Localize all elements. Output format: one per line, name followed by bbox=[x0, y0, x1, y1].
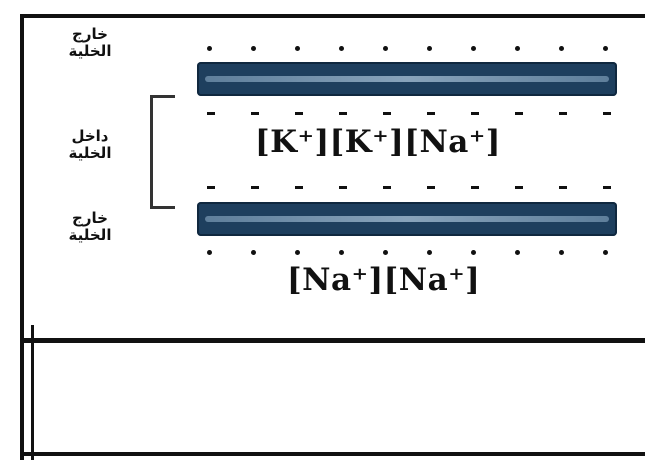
frame-bottom-border bbox=[22, 452, 645, 456]
charge-mark bbox=[295, 112, 303, 115]
charge-mark bbox=[339, 186, 347, 189]
label-outside-top: خارج الخلية bbox=[40, 26, 140, 60]
charge-mark bbox=[603, 186, 611, 189]
charge-mark bbox=[383, 250, 388, 255]
charge-mark bbox=[251, 186, 259, 189]
charge-mark bbox=[603, 250, 608, 255]
label-outside-top-line1: خارج bbox=[72, 25, 108, 43]
label-outside-bottom: خارج الخلية bbox=[40, 210, 140, 244]
ions-outside: [Na⁺][Na⁺] bbox=[287, 262, 481, 298]
charge-mark bbox=[471, 112, 479, 115]
charges-below-bottom-membrane bbox=[197, 246, 617, 260]
frame-divider bbox=[22, 338, 645, 343]
charge-mark bbox=[559, 46, 564, 51]
inside-bracket bbox=[150, 95, 175, 209]
charges-below-top-membrane bbox=[197, 106, 617, 120]
charge-mark bbox=[515, 250, 520, 255]
charge-mark bbox=[515, 46, 520, 51]
charge-mark bbox=[515, 112, 523, 115]
charge-mark bbox=[383, 112, 391, 115]
charge-mark bbox=[295, 250, 300, 255]
charge-mark bbox=[339, 112, 347, 115]
charge-mark bbox=[383, 46, 388, 51]
label-inside-line2: الخلية bbox=[68, 144, 112, 162]
charge-mark bbox=[427, 46, 432, 51]
membrane-top bbox=[197, 62, 617, 96]
charge-mark bbox=[251, 250, 256, 255]
charge-mark bbox=[207, 250, 212, 255]
charge-mark bbox=[339, 46, 344, 51]
membrane-bottom bbox=[197, 202, 617, 236]
charge-mark bbox=[603, 112, 611, 115]
charge-mark bbox=[207, 46, 212, 51]
charge-mark bbox=[207, 186, 215, 189]
charge-mark bbox=[559, 186, 567, 189]
charge-mark bbox=[295, 186, 303, 189]
label-outside-bottom-line1: خارج bbox=[72, 209, 108, 227]
charge-mark bbox=[471, 186, 479, 189]
charge-mark bbox=[471, 46, 476, 51]
charge-mark bbox=[427, 112, 435, 115]
charge-mark bbox=[251, 46, 256, 51]
charge-mark bbox=[427, 250, 432, 255]
charge-mark bbox=[427, 186, 435, 189]
label-outside-bottom-line2: الخلية bbox=[68, 226, 112, 244]
charges-above-bottom-membrane bbox=[197, 180, 617, 194]
label-inside-line1: داخل bbox=[71, 127, 109, 145]
frame-left-inner-border bbox=[31, 325, 34, 460]
charge-mark bbox=[207, 112, 215, 115]
charge-mark bbox=[603, 46, 608, 51]
charge-mark bbox=[295, 46, 300, 51]
charge-mark bbox=[471, 250, 476, 255]
frame-top-border bbox=[22, 14, 645, 18]
charge-mark bbox=[559, 112, 567, 115]
charges-above-top-membrane bbox=[197, 42, 617, 56]
ions-inside: [K⁺][K⁺][Na⁺] bbox=[255, 124, 501, 160]
label-inside: داخل الخلية bbox=[40, 128, 140, 162]
charge-mark bbox=[515, 186, 523, 189]
frame-left-border bbox=[20, 14, 24, 460]
charge-mark bbox=[559, 250, 564, 255]
charge-mark bbox=[339, 250, 344, 255]
charge-mark bbox=[383, 186, 391, 189]
charge-mark bbox=[251, 112, 259, 115]
label-outside-top-line2: الخلية bbox=[68, 42, 112, 60]
